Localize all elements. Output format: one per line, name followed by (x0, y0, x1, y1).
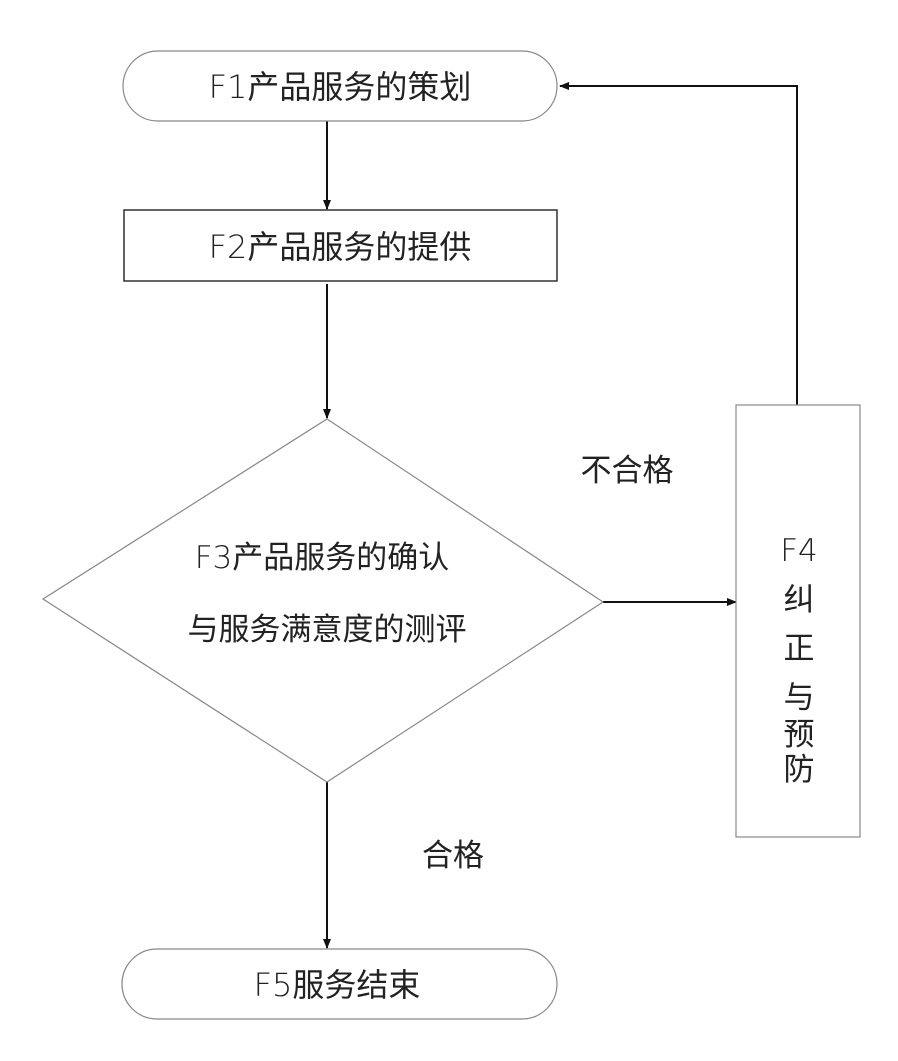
node-f3-shape (41, 418, 605, 783)
node-f2: F2产品服务的提供 (123, 209, 558, 282)
node-f4-shape (735, 404, 861, 838)
node-f1-shape (122, 50, 558, 122)
node-f4-label-line-4: 与 (784, 680, 815, 716)
edge-label-fail: 不合格 (581, 453, 674, 489)
node-f5-shape (121, 948, 558, 1020)
node-f4-label-line-6: 防 (784, 752, 815, 788)
node-f4-label-line-1: F4 (780, 533, 818, 569)
node-f1-label: F1产品服务的策划 (209, 68, 472, 106)
node-f3-label-line-1: F3产品服务的确认 (195, 540, 450, 576)
node-f3-label-line-2: 与服务满意度的测评 (188, 612, 467, 648)
node-f2-shape (123, 209, 558, 282)
node-f5: F5服务结束 (121, 948, 558, 1020)
node-f5-label: F5服务结束 (254, 966, 421, 1004)
node-f1: F1产品服务的策划 (122, 50, 558, 122)
node-f4: F4 纠 正 与 预 防 (735, 404, 861, 838)
node-f4-label-line-3: 正 (784, 631, 815, 667)
node-f3: F3产品服务的确认 与服务满意度的测评 (41, 418, 605, 783)
node-f4-label-line-2: 纠 (784, 582, 815, 618)
node-f2-label: F2产品服务的提供 (209, 228, 472, 266)
node-f4-label-line-5: 预 (784, 717, 815, 753)
edge-f4-to-f1 (559, 82, 798, 405)
edge-label-pass: 合格 (422, 838, 484, 874)
